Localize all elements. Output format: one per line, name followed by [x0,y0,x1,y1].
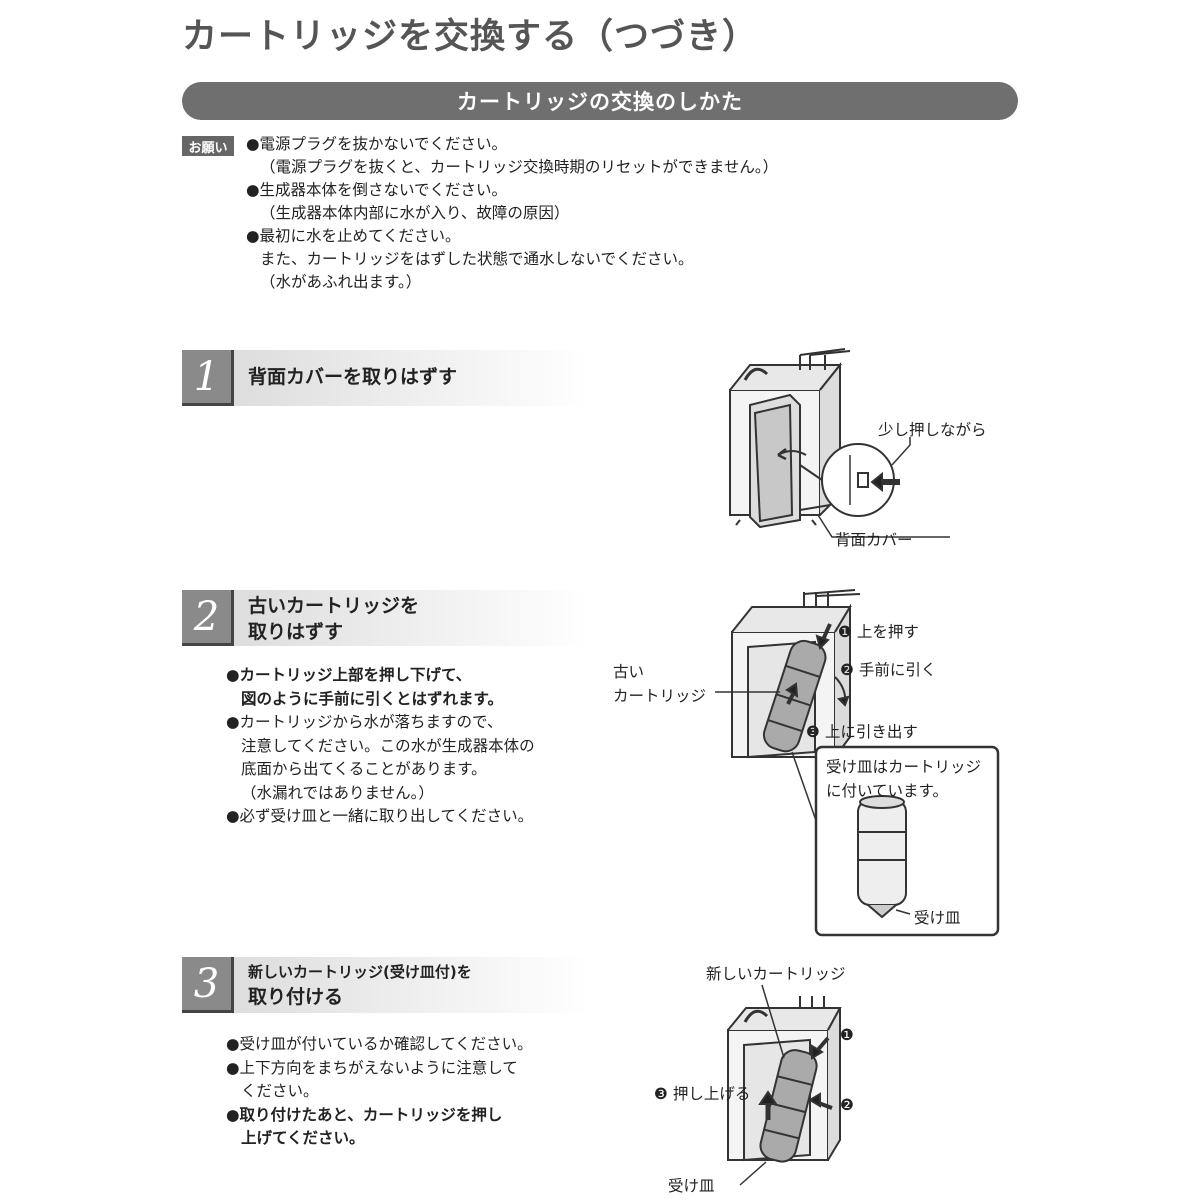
step-2-header: 2 古いカートリッジを 取りはずす [182,590,590,646]
install-new-cartridge-illustration [727,984,842,1186]
new-cartridge-label: 新しいカートリッジ [706,965,846,983]
step-2-instructions: ●カートリッジ上部を押し下げて、 図のように手前に引くとはずれます。 ●カートリ… [226,664,535,829]
page-title: カートリッジを交換する（つづき） [182,17,759,57]
step-3-header: 3 新しいカートリッジ(受け皿付)を 取り付ける [182,957,590,1013]
notice-line: （生成器本体内部に水が入り、故障の原因） [260,204,570,222]
instruction-line: 底面から出てくることがあります。 [241,760,487,778]
instruction-line: ●受け皿が付いているか確認してください。 [226,1035,533,1053]
notice-line: ●電源プラグを抜かないでください。 [246,135,508,153]
step3-tray-label: 受け皿 [668,1177,715,1195]
step-title: 背面カバーを取りはずす [248,366,458,388]
step3-action-1: ❶ [840,1026,854,1044]
notice-line: （水があふれ出ます。） [260,273,422,291]
old-cartridge-label-1: 古い [613,663,645,681]
notice-line: （電源プラグを抜くと、カートリッジ交換時期のリセットができません。） [260,158,779,176]
step3-action-3: ❸ 押し上げる [654,1085,751,1103]
instruction-line: ●取り付けたあと、カートリッジを押し [226,1105,503,1124]
action-1-label: ❶ 上を押す [838,623,919,641]
step-number: 3 [182,957,234,1013]
instruction-line: （水漏れではありません。） [241,783,434,802]
notice-list: ●電源プラグを抜かないでください。 （電源プラグを抜くと、カートリッジ交換時期の… [246,133,778,294]
step-number: 2 [182,590,234,646]
cover-label: 背面カバー [835,531,913,549]
action-2-label: ❷ 手前に引く [840,661,937,679]
instruction-line: ください。 [241,1082,319,1100]
step-title: 古いカートリッジを [248,595,420,617]
remove-cover-illustration [729,348,950,538]
instruction-line: ●カートリッジ上部を押し下げて、 [226,666,472,684]
step3-action-2: ❷ [840,1096,854,1114]
step-title: 取り付ける [248,986,344,1008]
section-heading: カートリッジの交換のしかた [182,82,1018,120]
step-3-instructions: ●受け皿が付いているか確認してください。 ●上下方向をまちがえないように注意して… [226,1033,533,1151]
instruction-line: ●上下方向をまちがえないように注意して [226,1058,518,1077]
instruction-line: ●カートリッジから水が落ちますので、 [226,713,503,731]
notice-line: また、カートリッジをはずした状態で通水しないでください。 [260,250,694,268]
remove-old-cartridge-illustration [715,589,1000,937]
tray-note-1: 受け皿はカートリッジ [826,758,982,776]
push-label: 少し押しながら [878,421,987,439]
tray-label: 受け皿 [914,909,961,927]
old-cartridge-label-2: カートリッジ [613,687,707,705]
step-title: 新しいカートリッジ(受け皿付)を [248,963,472,981]
instruction-line: 注意してください。この水が生成器本体の [241,736,535,755]
step-number: 1 [182,350,234,406]
notice-line: ●生成器本体を倒さないでください。 [246,181,508,199]
instruction-line: 図のように手前に引くとはずれます。 [241,689,503,708]
notice-line: ●最初に水を止めてください。 [246,227,461,245]
step-1-header: 1 背面カバーを取りはずす [182,350,590,406]
instruction-line: ●必ず受け皿と一緒に取り出してください。 [226,807,534,825]
instruction-line: 上げてください。 [241,1129,365,1147]
tray-note-2: に付いています。 [826,782,948,800]
notice-label: お願い [182,136,234,156]
step-title: 取りはずす [248,621,344,643]
action-3-label: ❸ 上に引き出す [806,723,918,741]
